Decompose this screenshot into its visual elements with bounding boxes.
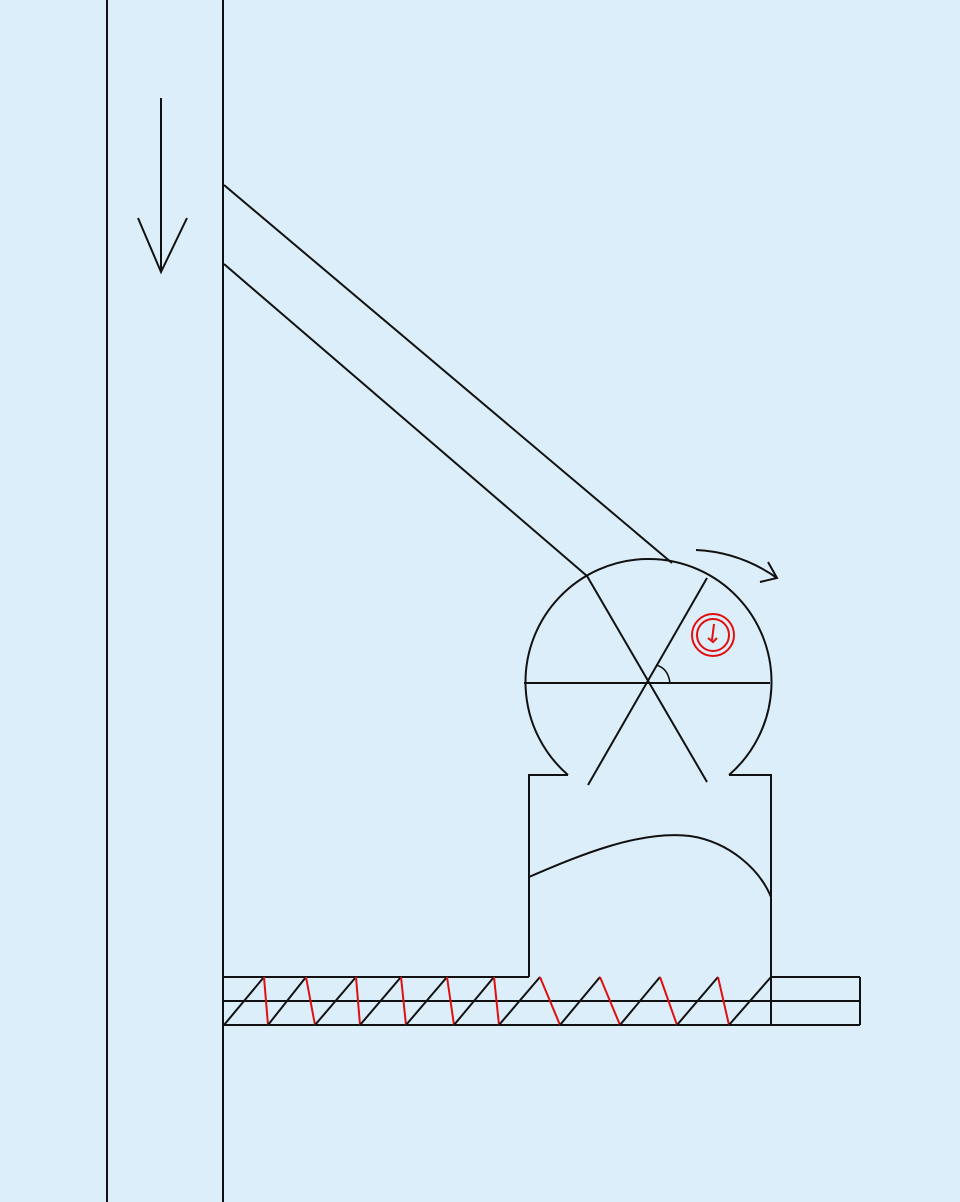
screw-flight-front <box>453 976 495 1026</box>
screw-flight-front <box>498 976 541 1026</box>
rotation-arrow-icon <box>695 549 779 583</box>
screw-flight-back <box>539 976 561 1026</box>
flow-direction-arrow-icon <box>137 98 188 275</box>
screw-flight-front <box>619 976 661 1026</box>
screw-flight-front <box>559 976 601 1026</box>
screw-flight-front <box>314 976 357 1026</box>
screw-flight-back <box>599 976 621 1026</box>
screw-flight-back <box>446 976 455 1026</box>
screw-flight-front <box>676 976 719 1026</box>
vertical-pipe <box>106 0 224 1202</box>
sensor-icon <box>691 613 735 657</box>
screw-flight-back <box>305 976 316 1026</box>
screw-flight-back <box>717 976 730 1026</box>
screw-flight-front <box>223 976 265 1026</box>
screw-flight-back <box>263 976 269 1026</box>
screw-flight-front <box>405 976 448 1026</box>
screw-flight-back <box>493 976 500 1026</box>
screw-conveyor <box>223 976 861 1026</box>
screw-flight-back <box>400 976 407 1026</box>
screw-flight-front <box>267 976 307 1026</box>
inclined-chute <box>223 184 673 577</box>
rotary-valve <box>524 558 773 786</box>
screw-flight-front <box>359 976 402 1026</box>
screw-flight-front <box>728 976 772 1026</box>
screw-flight-back <box>659 976 678 1026</box>
valve-housing <box>528 774 772 1025</box>
screw-flight-back <box>355 976 361 1026</box>
